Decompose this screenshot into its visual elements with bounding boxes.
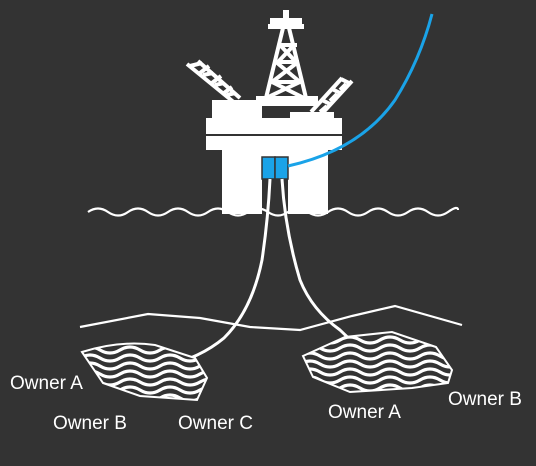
label-owner-a-right: Owner A	[328, 402, 401, 423]
manifold-icon	[261, 156, 289, 180]
label-owner-c-left: Owner C	[178, 413, 253, 434]
label-owner-b-right: Owner B	[448, 389, 522, 410]
derrick-icon	[264, 27, 308, 100]
label-owner-b-left: Owner B	[53, 413, 127, 434]
reservoir-left	[80, 342, 209, 402]
offshore-oil-platform-icon	[185, 10, 354, 214]
reservoir-right	[301, 330, 454, 394]
sea-surface-waves	[87, 206, 460, 217]
label-owner-a-left: Owner A	[10, 373, 83, 394]
left-crane-icon	[185, 59, 242, 106]
seabed-line	[79, 304, 463, 332]
export-pipeline	[287, 13, 434, 168]
right-crane-icon	[309, 76, 354, 120]
